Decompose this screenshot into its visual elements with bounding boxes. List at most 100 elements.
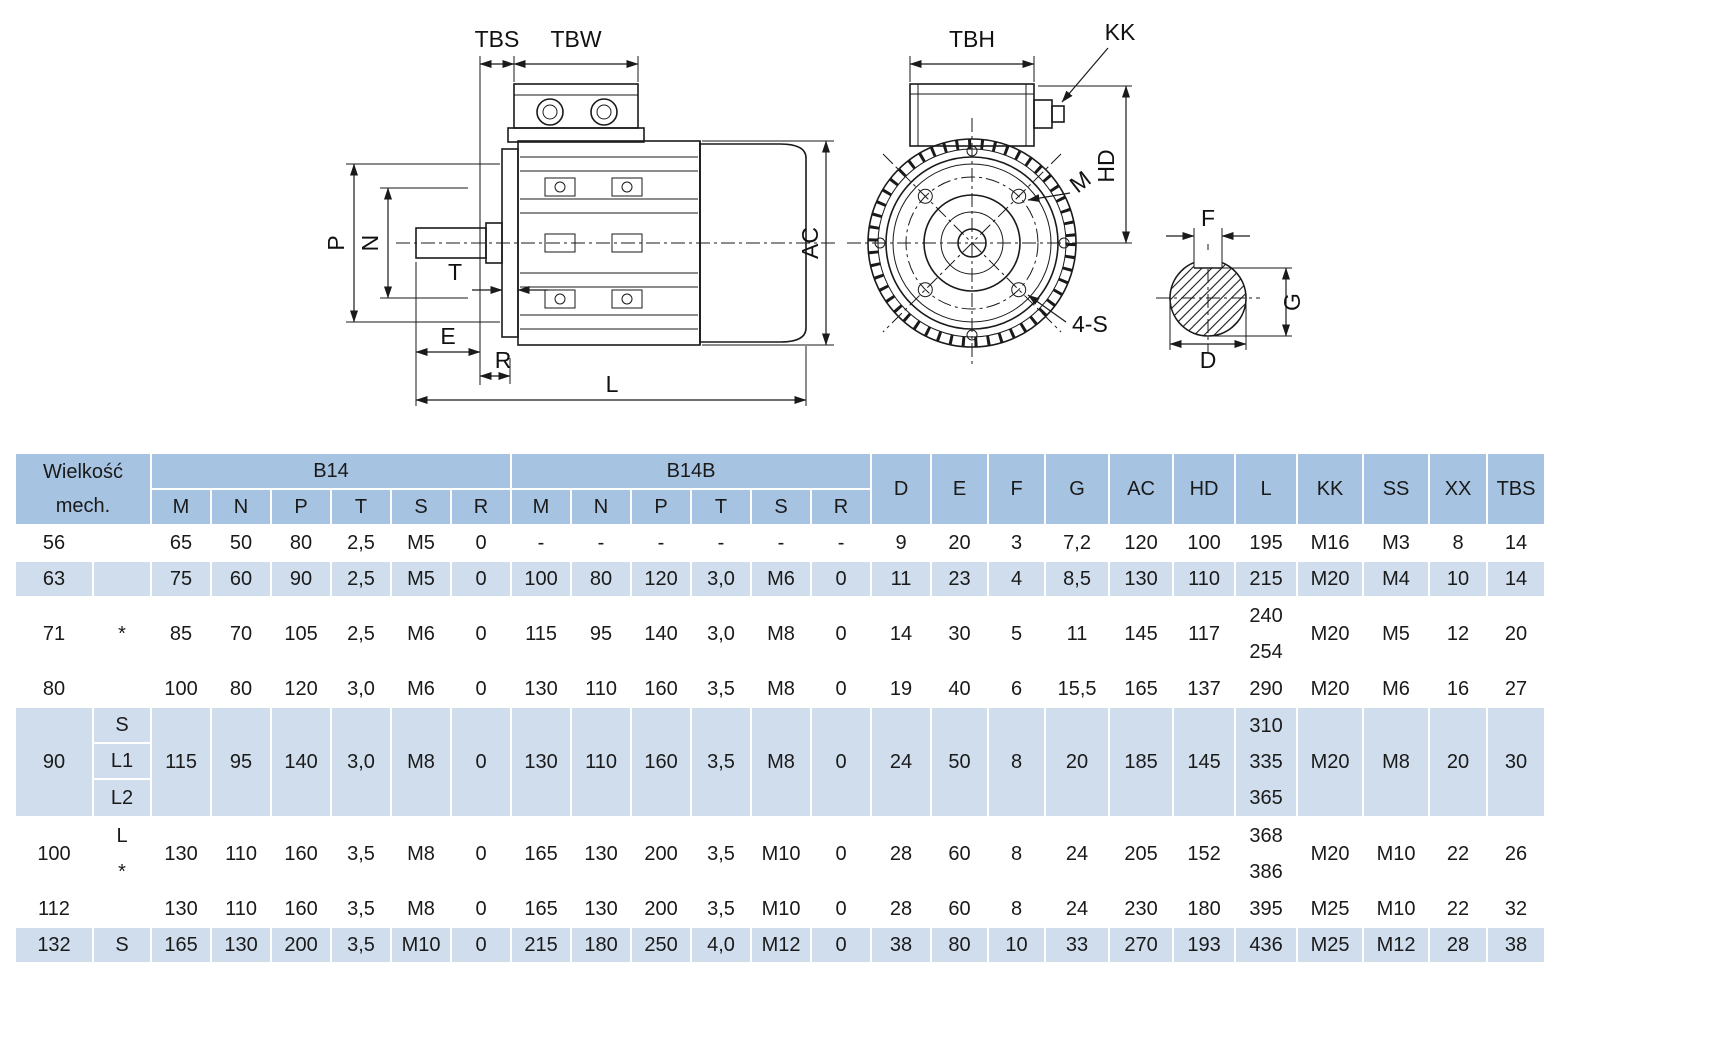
b14-cell: 90: [270, 560, 333, 598]
b14b-cell: M10: [750, 890, 813, 928]
l-cell: 436: [1234, 926, 1299, 964]
dim-cell: 15,5: [1044, 670, 1111, 708]
variant-cell: S: [91, 926, 153, 964]
b14-cell: 140: [270, 706, 333, 818]
size-cell: 90: [14, 706, 94, 818]
dim-cell: 28: [870, 816, 933, 892]
dim-cell: 8: [987, 816, 1047, 892]
tail-cell: M10: [1362, 890, 1431, 928]
cell-line: *: [118, 861, 126, 883]
b14b-cell: 0: [810, 816, 873, 892]
dim-cell: 270: [1108, 926, 1175, 964]
header-col-l: L: [1234, 452, 1299, 526]
tail-cell: 20: [1486, 596, 1547, 672]
dim-cell: 8,5: [1044, 560, 1111, 598]
b14-cell: 0: [450, 524, 513, 562]
l-cell: 395: [1234, 890, 1299, 928]
b14b-cell: 200: [630, 816, 693, 892]
b14b-cell: 160: [630, 670, 693, 708]
size-cell: 132: [14, 926, 94, 964]
tail-cell: 32: [1486, 890, 1547, 928]
header-size: Wielkość mech.: [13, 452, 153, 526]
b14b-cell: M10: [750, 816, 813, 892]
b14b-cell: 180: [570, 926, 633, 964]
label-r: R: [495, 347, 512, 373]
label-4s: 4-S: [1072, 311, 1108, 337]
l-cell: 290: [1234, 670, 1299, 708]
tail-cell: 14: [1486, 560, 1547, 598]
tail-cell: M25: [1296, 890, 1365, 928]
b14-cell: 115: [150, 706, 213, 818]
b14-cell: 110: [210, 890, 273, 928]
header-group-b14b: B14B: [510, 452, 873, 490]
tail-cell: M4: [1362, 560, 1431, 598]
dim-cell: 10: [987, 926, 1047, 964]
b14b-cell: -: [690, 524, 753, 562]
b14b-cell: 3,5: [690, 670, 753, 708]
header-col-ss: SS: [1362, 452, 1431, 526]
header-col-f: F: [987, 452, 1047, 526]
variant-cell: [91, 890, 153, 928]
b14b-cell: M8: [750, 706, 813, 818]
variant-cell: [91, 560, 153, 598]
cell-line: 310: [1249, 715, 1283, 737]
tail-cell: M5: [1362, 596, 1431, 672]
b14-cell: 85: [150, 596, 213, 672]
tail-cell: 10: [1428, 560, 1489, 598]
header-subcol-b14-s: S: [390, 488, 453, 526]
dim-cell: 24: [1044, 890, 1111, 928]
dim-cell: 9: [870, 524, 933, 562]
b14b-cell: 0: [810, 890, 873, 928]
header-subcol-b14b-s: S: [750, 488, 813, 526]
b14b-cell: M8: [750, 670, 813, 708]
b14b-cell: 130: [510, 706, 573, 818]
tail-cell: 14: [1486, 524, 1547, 562]
b14-cell: 110: [210, 816, 273, 892]
b14b-cell: 200: [630, 890, 693, 928]
motor-dimension-drawing: TBS TBW P N T E R L AC: [323, 19, 1305, 406]
dim-cell: 4: [987, 560, 1047, 598]
b14b-cell: 0: [810, 596, 873, 672]
b14b-cell: 120: [630, 560, 693, 598]
b14-cell: 2,5: [330, 560, 393, 598]
side-view-drawing: TBS TBW P N T E R L AC: [323, 26, 838, 406]
label-t: T: [448, 259, 462, 285]
label-e: E: [440, 323, 455, 349]
b14b-cell: 130: [570, 890, 633, 928]
b14b-cell: -: [570, 524, 633, 562]
b14b-cell: 0: [810, 926, 873, 964]
dim-cell: 11: [1044, 596, 1111, 672]
b14b-cell: 3,0: [690, 596, 753, 672]
b14-cell: 80: [270, 524, 333, 562]
l-cell: 195: [1234, 524, 1299, 562]
b14-cell: 65: [150, 524, 213, 562]
dim-cell: 230: [1108, 890, 1175, 928]
tail-cell: M20: [1296, 670, 1365, 708]
l-cell: 215: [1234, 560, 1299, 598]
tail-cell: 16: [1428, 670, 1489, 708]
b14-cell: M10: [390, 926, 453, 964]
cell-line: 368: [1249, 825, 1283, 847]
b14-cell: 100: [150, 670, 213, 708]
tail-cell: 12: [1428, 596, 1489, 672]
dim-cell: 137: [1172, 670, 1237, 708]
b14b-cell: 95: [570, 596, 633, 672]
b14b-cell: 165: [510, 890, 573, 928]
dim-cell: 11: [870, 560, 933, 598]
b14b-cell: 3,5: [690, 706, 753, 818]
b14b-cell: -: [630, 524, 693, 562]
tail-cell: 30: [1486, 706, 1547, 818]
b14b-cell: M8: [750, 596, 813, 672]
tail-cell: 26: [1486, 816, 1547, 892]
b14-cell: 0: [450, 706, 513, 818]
size-cell: 112: [14, 890, 94, 928]
dim-cell: 120: [1108, 524, 1175, 562]
b14-cell: 0: [450, 890, 513, 928]
label-g: G: [1279, 293, 1305, 311]
dim-cell: 130: [1108, 560, 1175, 598]
b14-cell: 75: [150, 560, 213, 598]
